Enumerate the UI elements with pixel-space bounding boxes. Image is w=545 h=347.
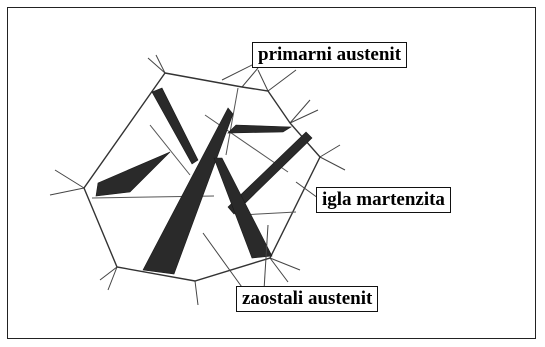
label-retained-austenite: zaostali austenit bbox=[236, 286, 378, 312]
label-primary-austenite: primarni austenit bbox=[252, 42, 407, 68]
label-martensite-needle: igla martenzita bbox=[316, 187, 451, 213]
